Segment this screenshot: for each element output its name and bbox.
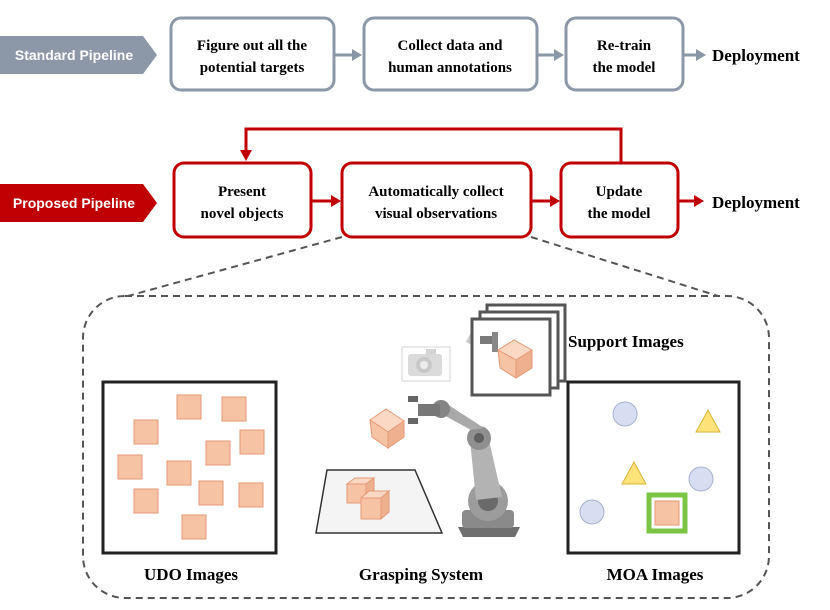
cube-icon <box>133 488 159 514</box>
udo-cubes <box>117 394 265 540</box>
standard-step-3 <box>564 16 685 92</box>
proposed-step-2-line2: visual observations <box>375 206 497 222</box>
proposed-step-3-line2: the model <box>588 206 651 222</box>
standard-arrow-3-head <box>696 49 706 61</box>
triangle-icon <box>621 460 647 485</box>
cube-icon <box>166 460 192 486</box>
standard-step-1-line2: potential targets <box>200 60 305 76</box>
cube-icon <box>221 396 247 422</box>
robot-arm-icon <box>408 396 520 537</box>
circle-icon <box>579 499 605 525</box>
proposed-deployment: Deployment <box>712 193 800 212</box>
robot-arm-icon <box>480 332 498 352</box>
circle-icon <box>612 401 638 427</box>
standard-pipeline: Standard Pipeline Figure out all the pot… <box>0 16 800 92</box>
standard-pipeline-tag <box>0 36 157 74</box>
triangle-icon <box>695 408 721 433</box>
udo-images-label: UDO Images <box>144 565 238 584</box>
grasping-system-label: Grasping System <box>359 565 483 584</box>
proposed-pipeline: Proposed Pipeline Present novel objects … <box>0 127 800 239</box>
grasping-system: Grasping System <box>315 334 520 584</box>
standard-step-3-line1: Re-train <box>597 38 652 54</box>
proposed-step-2-line1: Automatically collect <box>368 184 503 200</box>
feedback-loop-arrow-head <box>240 150 252 161</box>
support-images-label: Support Images <box>568 332 684 351</box>
standard-step-2-line1: Collect data and <box>398 38 504 54</box>
proposed-pipeline-tag <box>0 184 157 222</box>
proposed-arrow-2-head <box>550 195 560 207</box>
proposed-arrow-3-head <box>694 195 704 207</box>
cube-icon <box>239 429 265 455</box>
standard-step-2 <box>362 16 539 92</box>
proposed-step-2 <box>340 161 533 239</box>
proposed-pipeline-label: Proposed Pipeline <box>13 195 135 211</box>
cube-icon <box>359 489 391 521</box>
camera-icon <box>401 346 451 382</box>
cube-icon <box>369 408 405 449</box>
cube-icon <box>238 482 264 508</box>
moa-frame <box>566 380 741 555</box>
cube-icon <box>497 339 533 379</box>
circle-icon <box>688 466 714 492</box>
cube-icon <box>181 514 207 540</box>
cube-icon <box>133 419 159 445</box>
standard-step-3-line2: the model <box>593 60 656 76</box>
proposed-step-1-line2: novel objects <box>201 206 284 222</box>
proposed-arrow-1-head <box>331 195 341 207</box>
cube-icon <box>176 394 202 420</box>
proposed-step-3 <box>559 161 680 239</box>
standard-arrow-1-head <box>352 49 362 61</box>
standard-deployment: Deployment <box>712 46 800 65</box>
standard-step-1-line1: Figure out all the <box>197 38 307 54</box>
detail-panel: UDO Images <box>82 236 770 599</box>
standard-arrow-2-head <box>554 49 564 61</box>
standard-step-1 <box>169 16 336 92</box>
zoom-line-right <box>530 236 719 297</box>
proposed-step-1-line1: Present <box>218 184 266 200</box>
moa-images-panel: MOA Images <box>566 380 741 584</box>
cube-icon <box>654 500 680 526</box>
proposed-step-3-line1: Update <box>596 184 643 200</box>
zoom-line-left <box>127 236 343 297</box>
feedback-loop-arrow <box>244 127 623 163</box>
udo-images-panel: UDO Images <box>101 380 278 584</box>
cube-icon <box>117 454 143 480</box>
standard-pipeline-label: Standard Pipeline <box>15 47 133 63</box>
cube-icon <box>205 440 231 466</box>
standard-step-2-line2: human annotations <box>388 60 512 76</box>
proposed-step-1 <box>172 161 313 239</box>
support-images: Support Images <box>470 303 684 397</box>
target-highlight <box>646 492 688 534</box>
moa-images-label: MOA Images <box>607 565 704 584</box>
detail-container <box>82 295 770 599</box>
cube-icon <box>198 480 224 506</box>
